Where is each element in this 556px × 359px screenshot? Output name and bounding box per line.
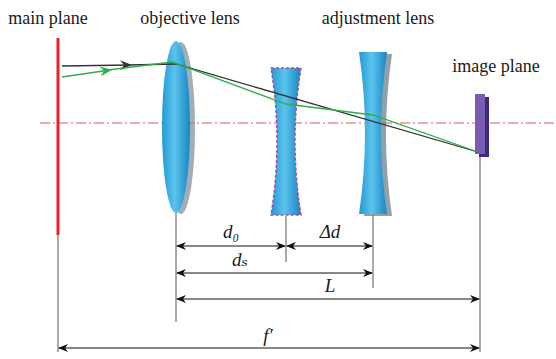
dimension-line xyxy=(287,246,372,247)
part-label: objective lens xyxy=(140,8,239,28)
dimension-label: d₀ xyxy=(221,222,241,242)
ray-green xyxy=(62,70,110,77)
ray-green xyxy=(108,62,478,152)
dimension-line xyxy=(59,348,479,349)
extension-line xyxy=(176,213,177,322)
dimension-label: L xyxy=(323,276,338,296)
dimension-line xyxy=(177,273,372,274)
adjustment-lens xyxy=(359,52,387,214)
part-label: image plane xyxy=(452,56,539,76)
adjustment-lens-initial xyxy=(271,68,301,215)
dimension-line xyxy=(177,246,285,247)
dimension-line xyxy=(177,299,479,300)
ray-black xyxy=(128,64,478,152)
ray-black xyxy=(62,65,130,66)
dimension-label: dₛ xyxy=(230,250,250,270)
dimension-label: f′ xyxy=(261,326,274,346)
extension-line xyxy=(58,235,59,352)
main-plane xyxy=(57,38,60,235)
part-label: adjustment lens xyxy=(322,8,434,28)
image-plane xyxy=(475,94,485,154)
extension-line xyxy=(373,215,374,288)
dimension-label: Δd xyxy=(318,222,343,242)
part-label: main plane xyxy=(8,8,87,28)
extension-line xyxy=(286,216,287,262)
extension-line xyxy=(480,156,481,352)
